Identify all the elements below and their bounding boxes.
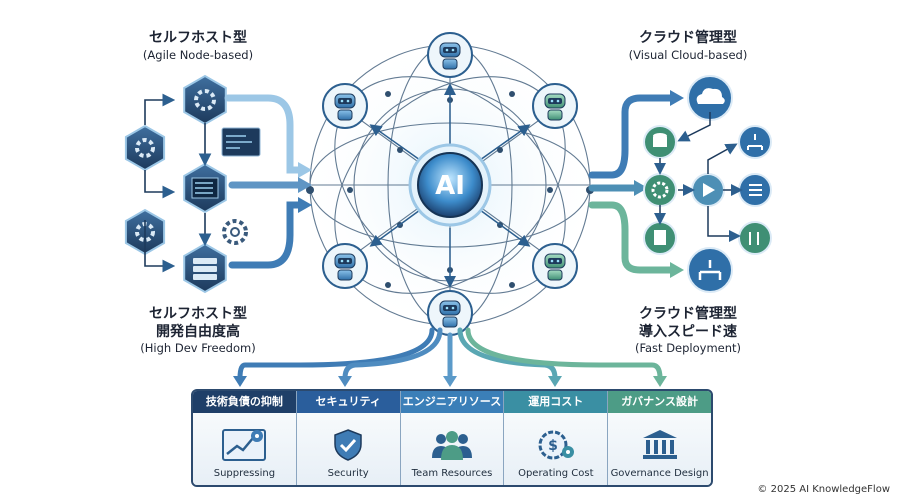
column-caption: Team Resources [411,468,493,479]
server-hex-icon [183,242,227,294]
comparison-panel: 技術負債の抑制 Suppressing セキュリティ Security エンジニ… [191,389,713,487]
label-cloud-fast: クラウド管理型 導入スピード速 (Fast Deployment) [598,306,778,355]
ai-core-icon: AI [408,143,492,227]
column-header: 技術負債の抑制 [193,391,296,413]
label-jp-2: 開発自由度高 [156,323,240,340]
label-jp: セルフホスト型 [149,30,247,46]
robot-icon [532,243,578,289]
code-hex-icon [183,162,227,214]
label-en: (Fast Deployment) [634,341,742,355]
copyright-text: © 2025 AI KnowledgeFlow [757,484,890,495]
gear-outline-icon [222,219,248,245]
label-self-hosted-freedom: セルフホスト型 開発自由度高 (High Dev Freedom) [118,306,278,355]
column-operating-cost: 運用コスト $ Operating Cost [504,391,609,485]
robot-icon [427,32,473,78]
label-jp: クラウド管理型 [639,30,737,46]
cloud-icon [687,75,733,121]
network-tree-icon [687,247,733,293]
column-caption: Security [327,468,369,479]
sort-icon [738,221,772,255]
team-icon [431,431,472,460]
label-jp-1: クラウド管理型 [639,306,737,322]
list-icon [738,173,772,207]
column-governance: ガバナンス設計 Governance Design [608,391,711,485]
label-self-hosted-agile: セルフホスト型 (Agile Node-based) [118,30,278,62]
gear-hex-icon [124,124,166,172]
chart-gear-icon [222,429,267,461]
column-suppressing: 技術負債の抑制 Suppressing [193,391,297,485]
gear-hex-icon [183,74,227,126]
label-en: (Agile Node-based) [142,47,254,62]
label-cloud-visual: クラウド管理型 (Visual Cloud-based) [598,30,778,62]
code-window-icon [221,127,261,157]
shield-check-icon [334,429,362,461]
svg-text:$: $ [548,438,558,454]
robot-icon [322,243,368,289]
column-header: ガバナンス設計 [608,391,711,413]
hierarchy-icon [738,125,772,159]
column-team-resources: エンジニアリソース Team Resources [400,391,505,485]
column-security: セキュリティ Security [296,391,401,485]
column-header: セキュリティ [296,391,400,413]
column-header: エンジニアリソース [400,391,504,413]
robot-icon [532,83,578,129]
robot-icon [427,290,473,336]
play-icon [691,173,725,207]
dollar-gear-icon: $ [538,430,574,460]
database-icon [643,125,677,159]
label-jp-2: 導入スピード速 [639,323,737,340]
building-icon [642,430,677,459]
label-en: (Visual Cloud-based) [628,47,748,62]
gear-icon [643,173,677,207]
robot-icon [322,83,368,129]
flow-arrow-left-1 [224,94,304,174]
label-en: (High Dev Freedom) [140,341,256,355]
column-caption: Governance Design [610,468,709,479]
column-caption: Suppressing [213,468,276,479]
document-icon [643,221,677,255]
label-jp-1: セルフホスト型 [149,306,247,322]
column-caption: Operating Cost [518,468,594,479]
ai-core-label: AI [435,171,465,201]
column-header: 運用コスト [504,391,608,413]
